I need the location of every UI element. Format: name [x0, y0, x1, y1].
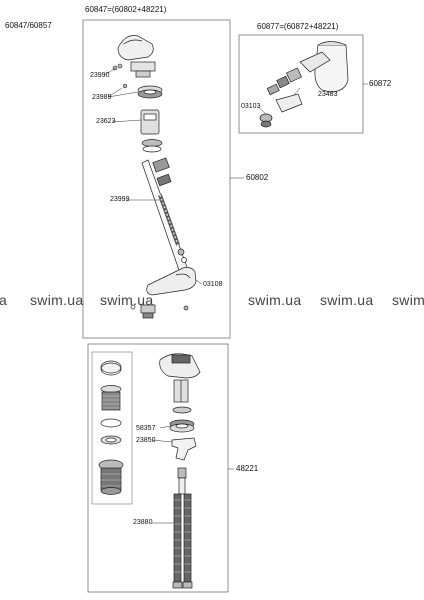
stud-and-nut [177, 467, 187, 495]
label-48221: 48221 [236, 464, 259, 473]
small-screws [112, 63, 128, 89]
aerator-right [259, 113, 273, 128]
label-23999: 23999 [110, 196, 130, 203]
ring-nut-top [137, 85, 163, 99]
drain-body [98, 459, 124, 495]
label-23483: 23483 [318, 91, 338, 98]
valve-body-top [140, 109, 163, 153]
watermark-3: swim.ua [248, 292, 302, 308]
label-03103: 03103 [241, 103, 261, 110]
drain-strainer [100, 385, 122, 411]
flex-hoses [172, 493, 193, 589]
lever-right [275, 93, 303, 113]
drain-rings [100, 418, 122, 445]
clamp-bracket [171, 437, 197, 461]
leader-lines-right [257, 83, 368, 115]
mixer-head-bottom [159, 353, 201, 403]
cartridge-top [130, 61, 156, 78]
label-23989: 23989 [92, 94, 112, 101]
label-58357: 58357 [136, 425, 156, 432]
mount-washer-set [169, 406, 195, 433]
watermark-2: swim.ua [100, 292, 154, 308]
lever-handle-top [117, 35, 154, 61]
leader-lines-bottom [151, 425, 234, 524]
frame-60802 [82, 19, 231, 339]
leader-lines-top [103, 67, 244, 285]
frame-48221 [87, 343, 229, 593]
label-top-right: 60877=(60872+48221) [257, 22, 339, 31]
watermark-1: swim.ua [30, 292, 84, 308]
label-top-center: 60847=(60802+48221) [85, 5, 167, 14]
spout-housing [146, 267, 197, 296]
watermark-partial-left: a [0, 292, 8, 308]
cartridge-right [266, 67, 303, 96]
label-top-left: 60847/60857 [5, 21, 52, 30]
label-60802: 60802 [246, 173, 269, 182]
drain-cap [100, 360, 122, 376]
label-03108: 03108 [203, 281, 223, 288]
label-23623: 23623 [96, 118, 116, 125]
label-23990: 23990 [90, 72, 110, 79]
label-23880: 23880 [133, 519, 153, 526]
frame-drain-set [91, 351, 133, 505]
aerator-bottom [130, 304, 189, 319]
spout-tube-assembly [141, 157, 189, 274]
label-23850: 23850 [136, 437, 156, 444]
watermark-partial-right: swim [392, 292, 424, 308]
spout-body-right [299, 41, 349, 93]
label-60872: 60872 [369, 79, 392, 88]
watermark-4: swim.ua [320, 292, 374, 308]
